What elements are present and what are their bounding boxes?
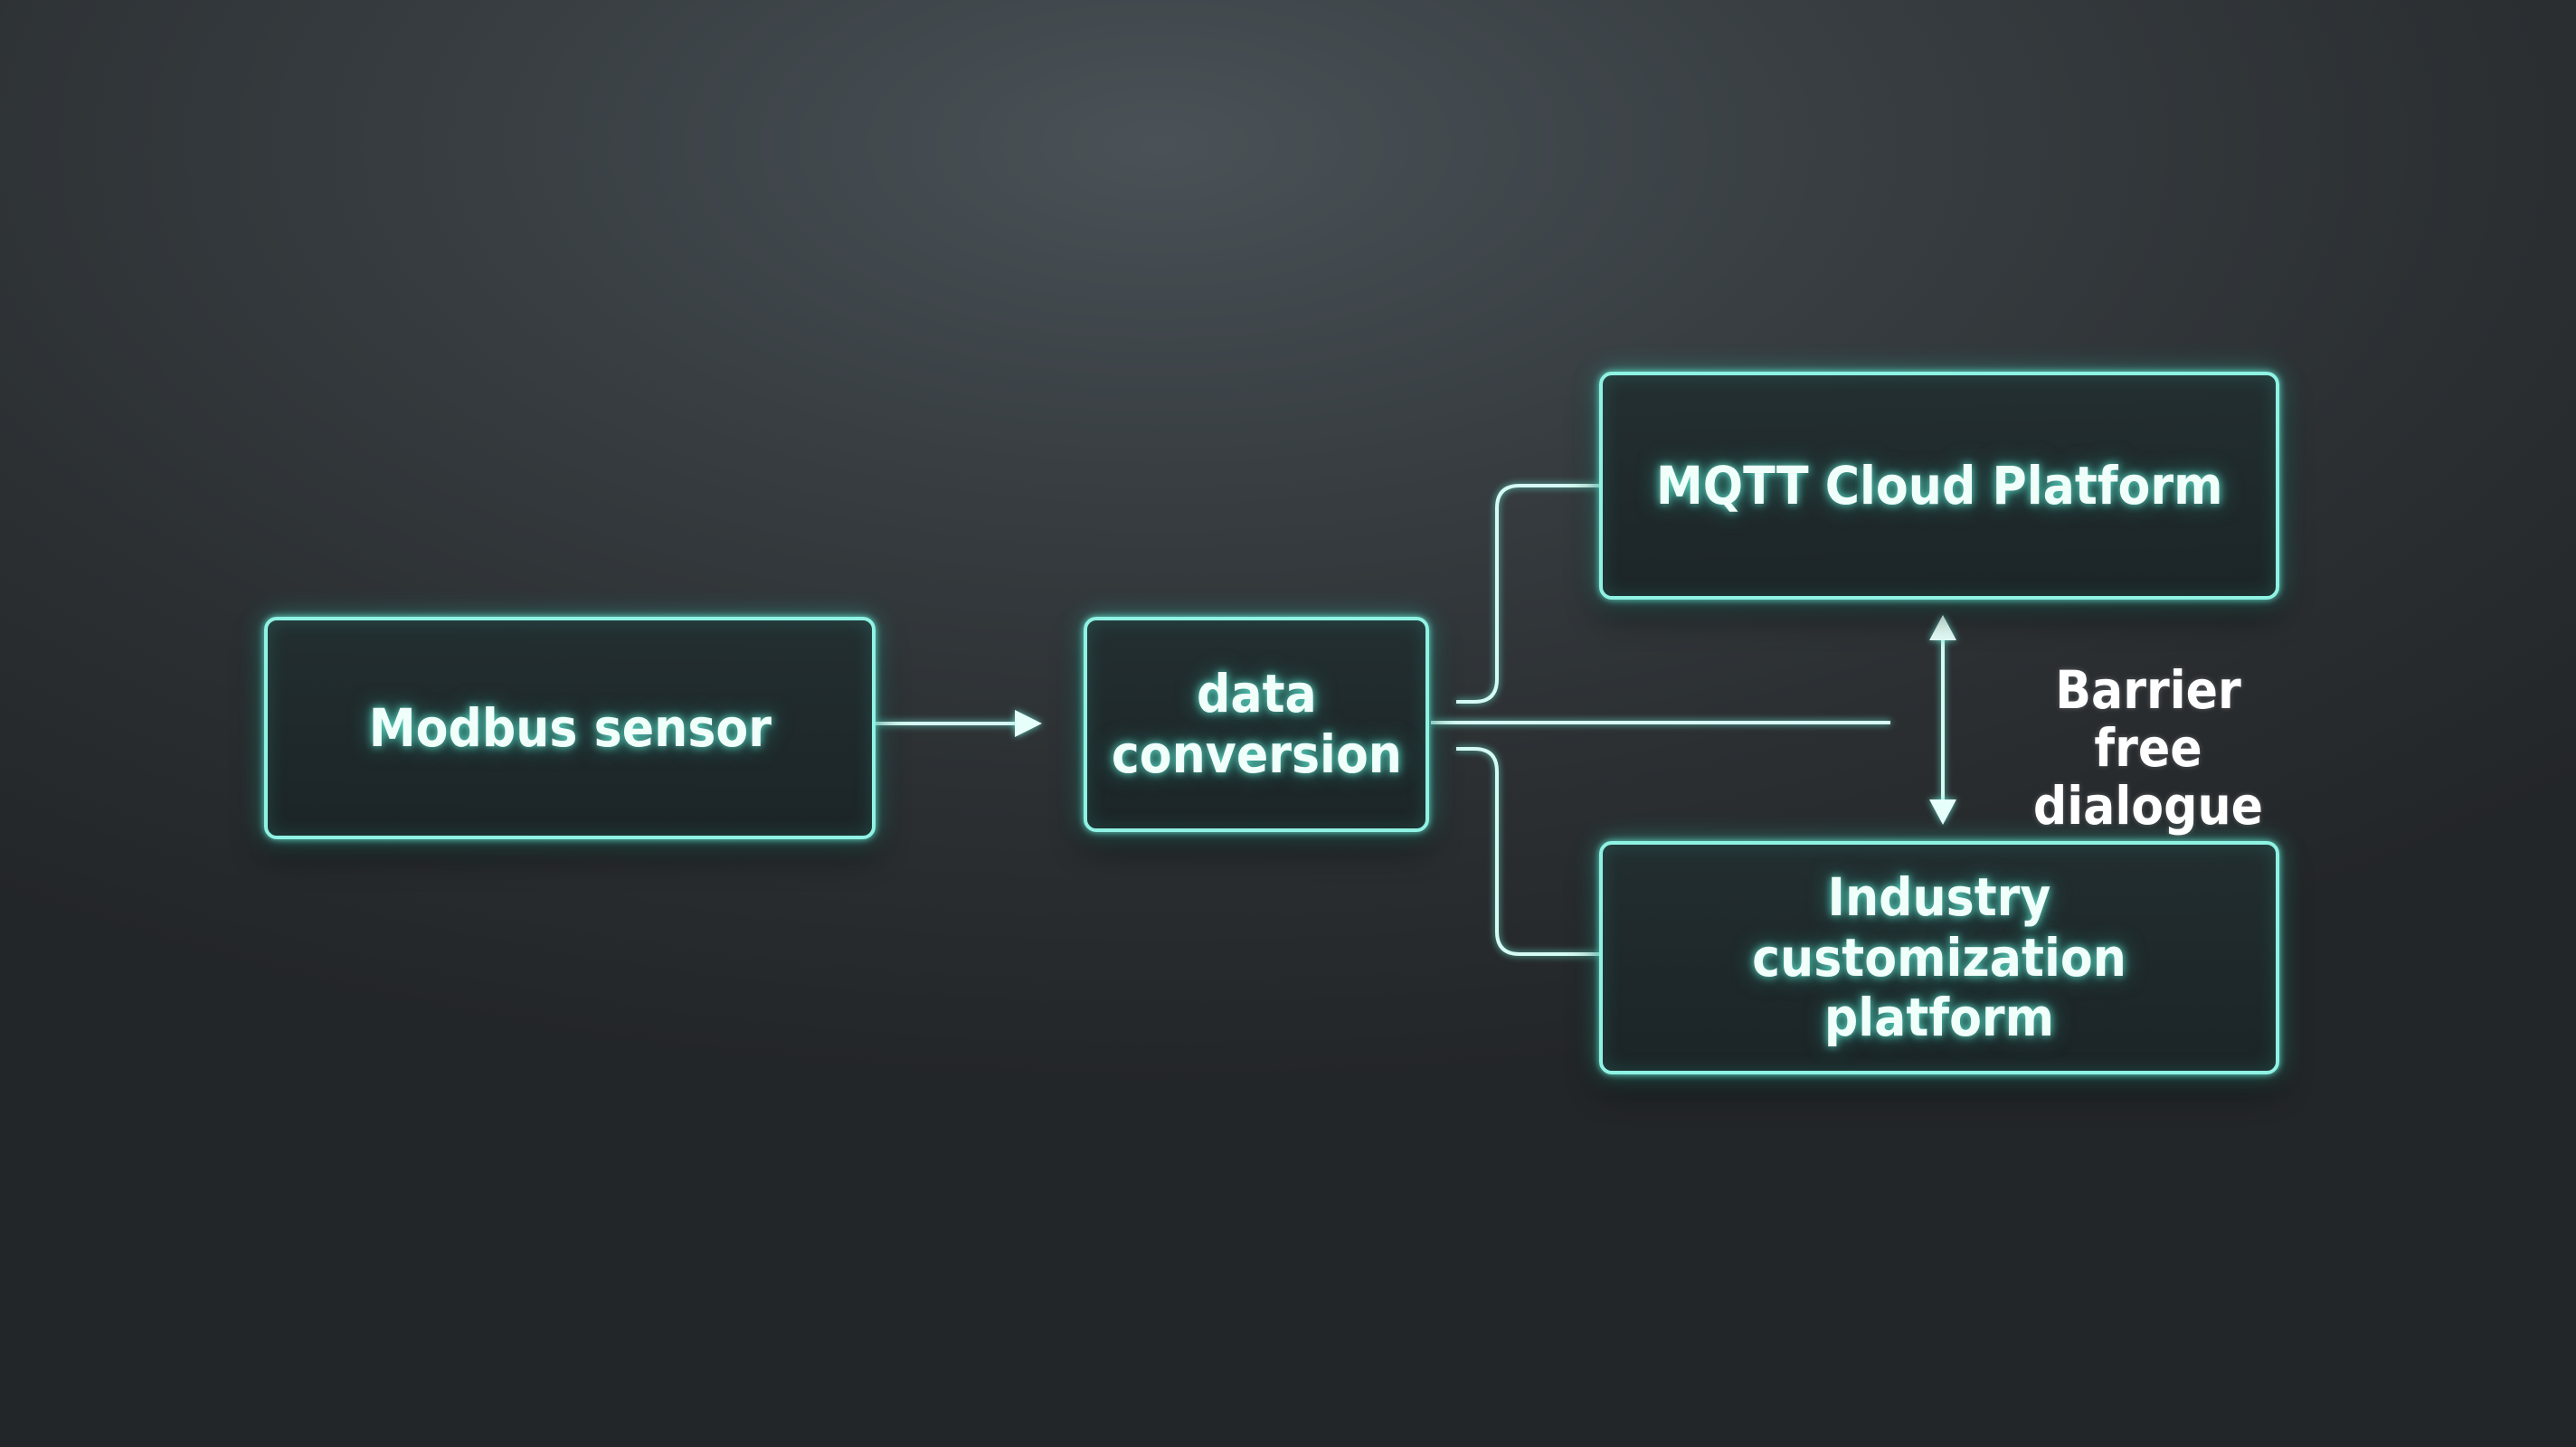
node-industry-customization-platform-label: Industry customization platform bbox=[1752, 865, 2126, 1049]
node-data-conversion: data conversion bbox=[1084, 617, 1429, 832]
edge-conversion-to-industry bbox=[1456, 747, 1599, 956]
edge-conversion-to-mqtt bbox=[1456, 484, 1599, 704]
node-modbus-sensor-label: Modbus sensor bbox=[368, 696, 772, 759]
node-mqtt-cloud-platform-label: MQTT Cloud Platform bbox=[1655, 454, 2223, 516]
node-mqtt-cloud-platform: MQTT Cloud Platform bbox=[1599, 372, 2279, 600]
node-modbus-sensor: Modbus sensor bbox=[264, 617, 876, 839]
node-data-conversion-label: data conversion bbox=[1111, 663, 1402, 785]
arrowhead-conversion bbox=[1015, 710, 1042, 737]
edge-label-barrier-free-dialogue: Barrier free dialogue bbox=[2032, 659, 2264, 837]
node-industry-customization-platform: Industry customization platform bbox=[1599, 841, 2279, 1074]
arrowhead-down bbox=[1929, 799, 1956, 825]
arrowhead-up bbox=[1929, 615, 1956, 640]
